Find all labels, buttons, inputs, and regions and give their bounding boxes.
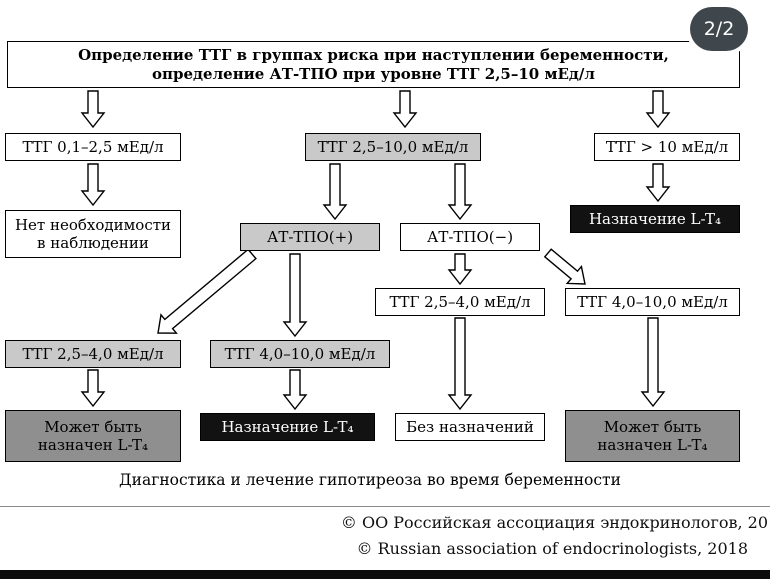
arrow-tshhigh-to-lt4 <box>645 163 671 203</box>
arrow-root-to-tsh-low <box>80 90 106 129</box>
arrow-tponeg-to-40100 <box>543 248 586 285</box>
page-counter-badge: 2/2 <box>690 7 748 51</box>
flow-node-maybe-lt4-right-line2: назначен L-T₄ <box>597 436 708 454</box>
arrow-2540g-to-maybe <box>80 369 106 408</box>
copyright-english: © Russian association of endocrinologist… <box>356 539 749 558</box>
flow-node-tsh-high: ТТГ > 10 мЕд/л <box>594 133 740 161</box>
flow-node-prescribe-lt4-center: Назначение L-T₄ <box>200 413 375 441</box>
flow-node-tpo-negative: АТ-ТПО(−) <box>400 223 540 251</box>
flow-node-no-observation: Нет необходимости в наблюдении <box>5 210 181 258</box>
arrow-tponeg-to-2540 <box>447 253 473 286</box>
flow-node-tpo-positive: АТ-ТПО(+) <box>240 223 380 251</box>
arrow-root-to-tsh-high <box>645 90 671 129</box>
arrow-tshmid-to-tponeg <box>447 163 473 221</box>
bottom-bar <box>0 570 770 579</box>
flow-node-tsh-2540-white: ТТГ 2,5–4,0 мЕд/л <box>375 288 545 316</box>
flow-node-prescribe-lt4-right: Назначение L-T₄ <box>570 205 740 233</box>
flow-node-tsh-mid: ТТГ 2,5–10,0 мЕд/л <box>305 133 481 161</box>
flow-node-tsh-low: ТТГ 0,1–2,5 мЕд/л <box>5 133 181 161</box>
flow-node-maybe-lt4-left-line2: назначен L-T₄ <box>37 436 149 454</box>
flow-node-root-line1: Определение ТТГ в группах риска при наст… <box>78 46 669 65</box>
arrow-tshlow-to-noobs <box>80 163 106 207</box>
flow-node-maybe-lt4-left-line1: Может быть <box>44 417 142 436</box>
flow-node-tsh-40100-white: ТТГ 4,0–10,0 мЕд/л <box>565 288 740 316</box>
flow-node-tsh-2540-gray: ТТГ 2,5–4,0 мЕд/л <box>5 340 181 368</box>
figure-caption: Диагностика и лечение гипотиреоза во вре… <box>119 471 621 489</box>
arrow-root-to-tsh-mid <box>392 90 418 129</box>
arrow-tpopos-to-2540 <box>157 248 257 334</box>
flow-node-tsh-40100-gray: ТТГ 4,0–10,0 мЕд/л <box>210 340 390 368</box>
arrow-40100w-to-maybe <box>640 317 666 408</box>
arrow-2540w-to-norx <box>447 317 473 411</box>
copyright-russian: © ОО Российская ассоциация эндокринолого… <box>340 513 768 532</box>
flow-node-no-observation-line2: в наблюдении <box>37 234 149 252</box>
flow-node-maybe-lt4-right: Может быть назначен L-T₄ <box>565 410 740 462</box>
flow-node-root: Определение ТТГ в группах риска при наст… <box>7 41 740 88</box>
arrow-tshmid-to-tpopos <box>322 163 348 221</box>
arrow-40100g-to-lt4 <box>282 369 308 411</box>
flow-node-maybe-lt4-left: Может быть назначен L-T₄ <box>5 410 181 462</box>
flow-node-no-prescription: Без назначений <box>395 413 545 441</box>
flow-node-no-observation-line1: Нет необходимости <box>14 215 172 234</box>
arrow-tpopos-to-40100 <box>282 253 308 338</box>
flow-node-maybe-lt4-right-line1: Может быть <box>603 417 702 436</box>
footer-divider <box>0 506 770 507</box>
flow-node-root-line2: определение АТ-ТПО при уровне ТТГ 2,5–10… <box>152 64 595 83</box>
